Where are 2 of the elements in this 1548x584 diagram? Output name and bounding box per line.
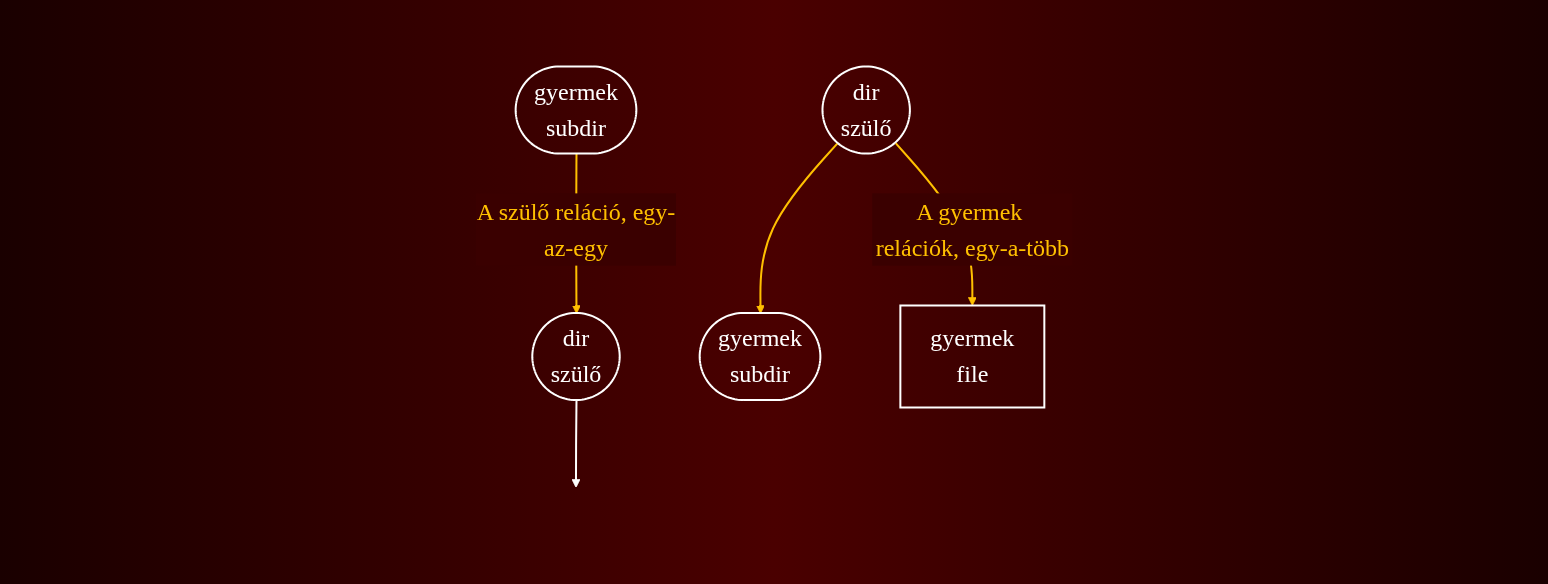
file-box: gyermek file bbox=[899, 304, 1046, 409]
edge-label: A szülő reláció, egy-az-egy bbox=[475, 193, 676, 266]
